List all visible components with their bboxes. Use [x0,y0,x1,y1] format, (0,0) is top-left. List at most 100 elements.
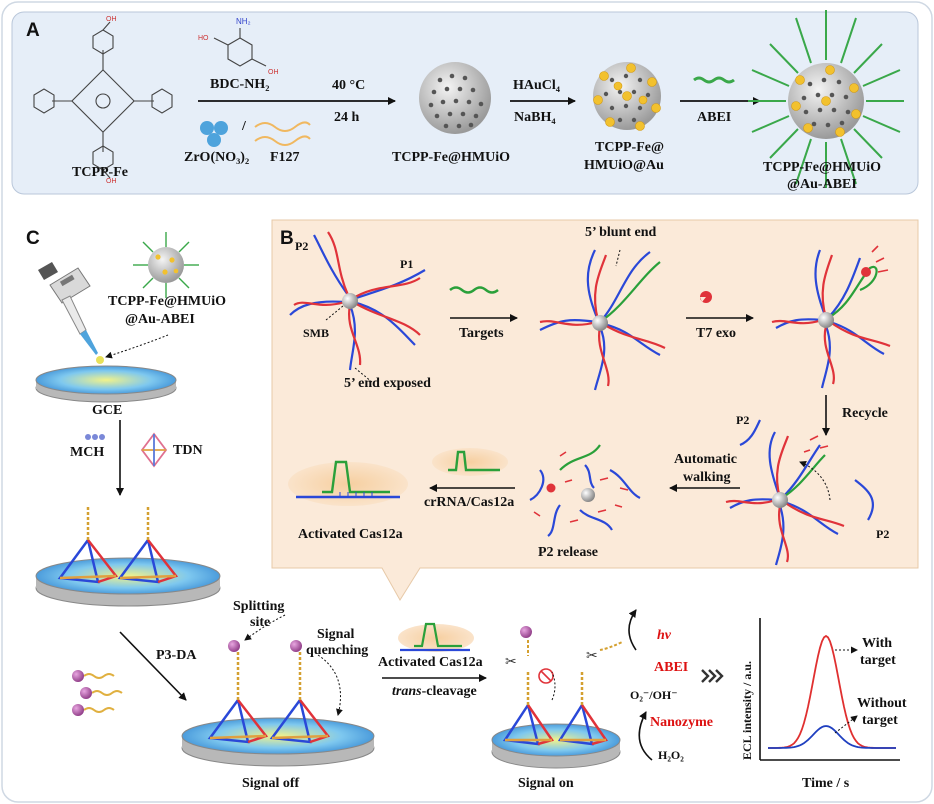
trans-cleavage-label: trans-cleavage [392,684,477,700]
with-target-line1: With [862,636,893,651]
activated-b-label: Activated Cas12a [298,527,403,542]
activated-crrna-c [414,622,462,648]
panel-b-letter: B [280,228,294,249]
nanozyme-label: Nanozyme [650,715,713,730]
gce-label: GCE [92,403,123,418]
quench-pointer [317,654,343,716]
smb-bead-4 [772,492,788,508]
target-strand [449,286,499,294]
t7-exo-icon [700,291,712,303]
p1-label: P1 [400,257,414,271]
signal-off-label: Signal off [242,776,300,791]
product2-line2: HMUiO@Au [584,158,664,173]
tdn-pyramids-1 [57,505,179,584]
mch-icon [85,434,105,440]
smb-bead-2 [592,315,608,331]
time-label: 24 h [334,110,360,125]
released-fragment [599,641,623,651]
probe-icon-c [133,232,199,298]
signal-off-electrode [181,717,375,767]
f127-icon [254,121,311,146]
gce-electrode [35,365,177,403]
bdc-nh2-label: BDC-NH₂ [210,77,270,92]
hmuio-sphere [419,62,491,134]
ecl-plot [759,618,900,761]
cleavage-text: -cleavage [421,684,477,699]
svg-text:✂: ✂ [586,648,598,664]
smb-bead-1 [342,293,358,309]
activated-c-label: Activated Cas12a [378,655,483,670]
smb-label: SMB [303,326,330,340]
splitting-line1: Splitting [233,599,285,614]
activated-ticks-b [339,492,373,497]
without-target-line1: Without [857,696,907,711]
slash-label: / [242,119,246,134]
nh2-group: NH₂ [236,17,251,26]
hmuio-au-sphere [593,62,661,131]
tdn-electrode [35,557,221,607]
arrow-p3da [119,631,187,701]
abei-a-label: ABEI [697,110,732,125]
without-target-pointer [834,715,858,734]
bdc-nh2-structure [213,28,267,67]
zr-salt-label: ZrO(NO₃)₂ [184,150,250,165]
quench-line1: Signal [317,627,355,642]
without-target-line2: target [862,713,898,728]
digested-fragments-3 [533,451,629,523]
released-quencher [520,626,532,638]
h2o2-label: H₂O₂ [658,748,684,762]
panel-a-letter: A [26,20,40,41]
recycle-label: Recycle [842,406,888,421]
t7exo-label: T7 exo [696,326,737,341]
targets-label: Targets [459,326,504,341]
droplet [96,356,104,364]
quench-line2: quenching [306,643,369,658]
walker-structure-1 [289,231,426,371]
hv-label: hv [657,628,671,643]
p2-right-label: P2 [736,413,750,427]
activated-crrna-b [322,460,390,494]
without-target-curve [768,725,896,749]
p2-bottom-label: P2 [876,527,890,541]
product1-label: TCPP-Fe@HMUiO [392,150,510,165]
chevrons [701,669,724,683]
abei-c-label: ABEI [654,660,689,675]
product2-line1: TCPP-Fe@ [595,140,665,155]
auto-walk-line1: Automatic [674,452,737,467]
panel-b-background [271,219,919,601]
splitting-line2: site [250,615,271,630]
cas12a-blob-b [432,448,508,476]
walker-structure-4 [725,431,845,566]
digested-fragments-1 [871,245,889,273]
p2-free-strand-1 [739,419,761,447]
blunt-end-pointer [615,249,621,267]
p2-release-cluster [529,444,641,537]
scissors-icons: ✂ ✂ [505,648,598,670]
zr-cluster-icon [200,121,228,147]
walking-pointer [799,460,831,501]
crrna-label: crRNA/Cas12a [424,495,515,510]
pipette-icon [38,262,98,355]
cooh-bottom: OH [106,178,117,185]
blunt-end-label: 5’ blunt end [585,225,657,240]
with-target-line2: target [860,653,896,668]
auto-walk-line2: walking [683,470,731,485]
t7-exo-bound [861,267,871,277]
mch-label: MCH [70,445,105,460]
quencher-1 [228,640,240,652]
cooh-top: OH [106,16,117,23]
t7-exo-release [546,483,556,493]
end-exposed-label: 5’ end exposed [344,376,431,391]
probe-c-line1: TCPP-Fe@HMUiO [108,294,226,309]
p2-release-label: P2 release [538,545,598,560]
final-probe-sphere [748,10,904,188]
p2-label-b: P2 [295,239,309,253]
ecl-xlabel: Time / s [802,776,850,791]
smb-bead-3 [818,312,834,328]
walker-structure-3 [771,249,891,389]
tdn-icon [140,432,168,468]
abei-strand [693,76,735,84]
no-quench-cross [540,670,552,682]
